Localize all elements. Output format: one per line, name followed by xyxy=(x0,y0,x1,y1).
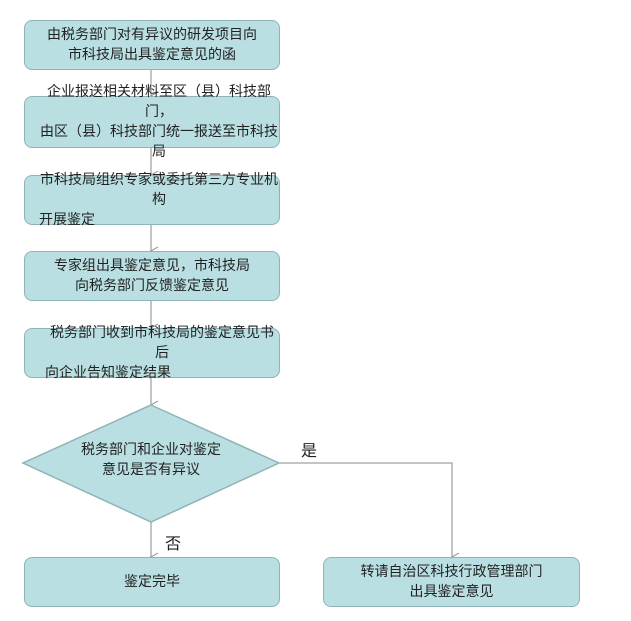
arrow-yes xyxy=(279,462,460,562)
step-2-line2: 由区（县）科技部门统一报送至市科技局 xyxy=(40,124,278,160)
no-label: 否 xyxy=(165,534,182,553)
step-2-box: 企业报送相关材料至区（县）科技部门， 由区（县）科技部门统一报送至市科技局 xyxy=(24,84,280,160)
decision-line1: 税务部门和企业对鉴定 xyxy=(81,442,221,458)
step-4-line1: 专家组出具鉴定意见，市科技局 xyxy=(54,258,250,274)
yes-label: 是 xyxy=(301,441,318,460)
end-no-text: 鉴定完毕 xyxy=(124,574,180,590)
decision-line2: 意见是否有异议 xyxy=(102,462,200,478)
step-1-line2: 市科技局出具鉴定意见的函 xyxy=(68,47,236,63)
step-4-box: 专家组出具鉴定意见，市科技局 向税务部门反馈鉴定意见 xyxy=(24,251,280,301)
step-4-line2: 向税务部门反馈鉴定意见 xyxy=(75,278,229,294)
end-yes-line2: 出具鉴定意见 xyxy=(409,584,494,600)
decision-diamond xyxy=(21,404,281,523)
step-1-line1: 由税务部门对有异议的研发项目向 xyxy=(47,27,257,43)
step-2-line1: 企业报送相关材料至区（县）科技部门， xyxy=(47,84,271,120)
step-3-box: 市科技局组织专家或委托第三方专业机构 开展鉴定 xyxy=(24,172,280,228)
step-5-box: 税务部门收到市科技局的鉴定意见书后 向企业告知鉴定结果 xyxy=(24,325,280,381)
decision-text: 税务部门和企业对鉴定 意见是否有异议 xyxy=(23,440,279,480)
end-yes-box: 转请自治区科技行政管理部门 出具鉴定意见 xyxy=(323,557,580,607)
end-no-box: 鉴定完毕 xyxy=(24,557,280,607)
step-3-line2: 开展鉴定 xyxy=(39,212,95,228)
step-3-line1: 市科技局组织专家或委托第三方专业机构 xyxy=(40,172,278,208)
step-1-box: 由税务部门对有异议的研发项目向 市科技局出具鉴定意见的函 xyxy=(24,20,280,70)
step-5-line2: 向企业告知鉴定结果 xyxy=(45,365,171,381)
end-yes-line1: 转请自治区科技行政管理部门 xyxy=(360,564,543,580)
step-5-line1: 税务部门收到市科技局的鉴定意见书后 xyxy=(50,325,274,361)
